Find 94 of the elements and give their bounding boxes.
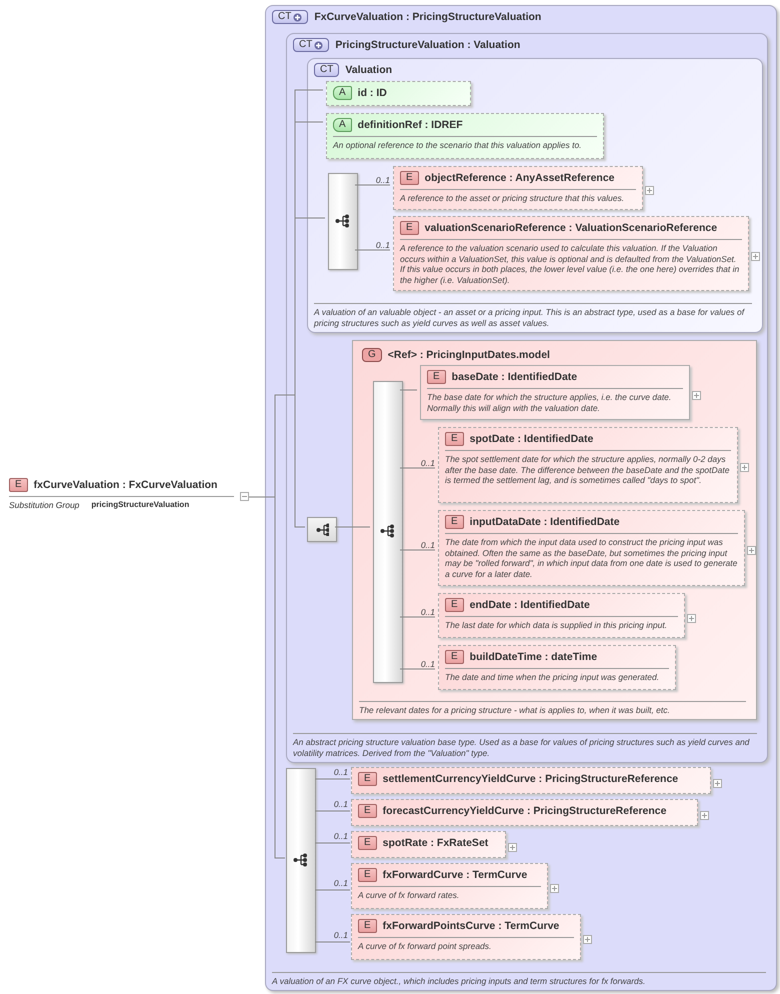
description-text: A valuation of an valuable object - an asset or a pricing input. This is an abstract type, used as a base for values of pricing structures such as yield curves as well as asset values.	[314, 303, 752, 328]
type-badge: E	[445, 650, 464, 664]
multiplicity-label: 0..1	[420, 458, 435, 468]
type-badge: CT	[314, 63, 340, 77]
multiplicity-label: 0..1	[332, 930, 348, 940]
element-box	[393, 166, 643, 210]
type-title: objectReference : AnyAssetReference	[424, 172, 615, 184]
type-badge: E	[427, 370, 446, 384]
element-box	[351, 767, 711, 794]
connector-line	[314, 810, 350, 812]
description-text: A valuation of an FX curve object., which includes pricing inputs and term structures for fx forwards.	[272, 972, 766, 986]
type-title: Valuation	[345, 64, 392, 76]
element-box	[351, 863, 548, 909]
type-title: inputDataDate : IdentifiedDate	[470, 516, 620, 528]
connector-line	[400, 668, 436, 670]
multiplicity-label: 0..1	[420, 607, 435, 617]
type-badge: A	[333, 86, 352, 100]
type-title: valuationScenarioReference : ValuationScenarioReference	[424, 222, 718, 234]
type-title: baseDate : IdentifiedDate	[452, 370, 578, 384]
type-title: spotDate : IdentifiedDate	[470, 432, 594, 446]
multiplicity-label: 0..1	[332, 799, 348, 809]
description-text: A reference to the valuation scenario used to calculate this valuation. If the Valuation occurs within a ValuationSet, this value is optional and is defaulted from the ValuationSet. If this value occurs in both places, the lower level value (i.e. the one here) overrides that in the higher (i.e. ValuationSet).	[400, 239, 742, 285]
element-box	[438, 510, 745, 586]
compositor-bar	[373, 381, 403, 683]
type-badge: G	[362, 348, 382, 362]
compositor-bar	[286, 768, 316, 953]
type-badge: E	[358, 919, 377, 933]
element-box	[351, 799, 698, 826]
type-title: forecastCurrencyYieldCurve : PricingStructureReference	[382, 804, 666, 818]
complex-type-panel	[307, 58, 763, 333]
type-title: settlementCurrencyYieldCurve : PricingStructureReference	[382, 772, 678, 786]
substitution-group-value: pricingStructureValuation	[91, 500, 190, 510]
type-title: fxForwardCurve : TermCurve	[382, 868, 528, 882]
type-badge: A	[333, 118, 352, 132]
element-box	[438, 593, 685, 638]
description-text: The spot settlement date for which the structure applies, normally 0-2 days after the base date. The difference between the baseDate and the spotDate is termed the settlement lag, and is sometimes called "days to spot".	[445, 450, 731, 486]
type-badge: E	[358, 772, 377, 786]
connector-line	[400, 616, 436, 618]
type-badge: E	[400, 171, 419, 185]
type-badge: E	[358, 868, 377, 882]
type-title: definitionRef : IDREF	[358, 118, 463, 132]
multiplicity-label: 0..1	[332, 831, 348, 841]
complex-type-panel	[286, 33, 768, 763]
description-text: An optional reference to the scenario that this valuation applies to.	[333, 136, 597, 150]
connector-line	[354, 184, 390, 186]
element-box	[393, 216, 749, 291]
element-box	[351, 914, 581, 960]
description-text: The base date for which the structure applies, i.e. the curve date. Normally this will align with the valuation date.	[427, 388, 683, 413]
multiplicity-label: 0..1	[332, 878, 348, 888]
description-text: The date and time when the pricing input was generated.	[445, 668, 669, 682]
type-title: FxCurveValuation : PricingStructureValuation	[314, 10, 542, 24]
type-badge: E	[445, 515, 464, 529]
type-title: spotRate : FxRateSet	[382, 836, 488, 850]
type-badge: E	[445, 598, 464, 612]
type-title: id : ID	[358, 86, 387, 100]
complex-type-panel	[265, 5, 777, 991]
description-text: The date from which the input data used to construct the pricing input was obtained. Often the same as the baseDate, but sometimes the pricing input may be "rolled forward", in which input data from one date is used to generate a curve for a later date.	[445, 533, 738, 579]
multiplicity-label: 0..1	[420, 540, 435, 550]
element-box	[351, 831, 506, 858]
type-badge: E	[358, 836, 377, 850]
badge-label: CT	[278, 11, 292, 23]
multiplicity-label: 0..1	[374, 175, 390, 185]
type-badge: E	[445, 432, 464, 446]
group-panel	[352, 340, 757, 720]
description-text: The last date for which data is supplied in this pricing input.	[445, 616, 678, 630]
attribute-box	[326, 113, 604, 159]
description-text: A curve of fx forward rates.	[358, 886, 541, 900]
type-title: PricingStructureValuation : Valuation	[335, 38, 520, 52]
type-title: buildDateTime : dateTime	[470, 650, 598, 664]
multiplicity-label: 0..1	[420, 659, 435, 669]
type-badge: E	[358, 804, 377, 818]
connector-line	[314, 778, 350, 780]
description-text: The relevant dates for a pricing structure - what is applies to, when it was built, etc.	[359, 700, 746, 715]
type-title: fxForwardPointsCurve : TermCurve	[382, 920, 560, 932]
description-text: An abstract pricing structure valuation base type. Used as a base for values of pricing structures such as yield curves and volatility matrices. Derived from the "Valuation" type.	[293, 733, 757, 758]
description-text: A curve of fx forward point spreads.	[358, 937, 574, 952]
element-box	[420, 365, 690, 420]
compositor-bar	[328, 173, 358, 270]
multiplicity-label: 0..1	[332, 767, 348, 777]
description-text: A reference to the asset or pricing structure that this values.	[400, 189, 636, 204]
type-title: <Ref> : PricingInputDates.model	[388, 348, 550, 362]
type-badge: E	[9, 478, 28, 492]
element-box	[438, 427, 738, 503]
element-box	[438, 645, 676, 690]
type-badge: E	[400, 221, 419, 235]
badge-label: CT	[299, 39, 312, 51]
attribute-box	[326, 81, 471, 106]
type-title: endDate : IdentifiedDate	[470, 598, 590, 612]
multiplicity-label: 0..1	[374, 240, 390, 250]
connector-line	[314, 842, 350, 844]
connector-line	[334, 526, 370, 528]
compositor-box	[307, 517, 337, 542]
type-title: fxCurveValuation : FxCurveValuation	[34, 478, 218, 492]
substitution-group-label: Substitution Group	[9, 500, 80, 510]
